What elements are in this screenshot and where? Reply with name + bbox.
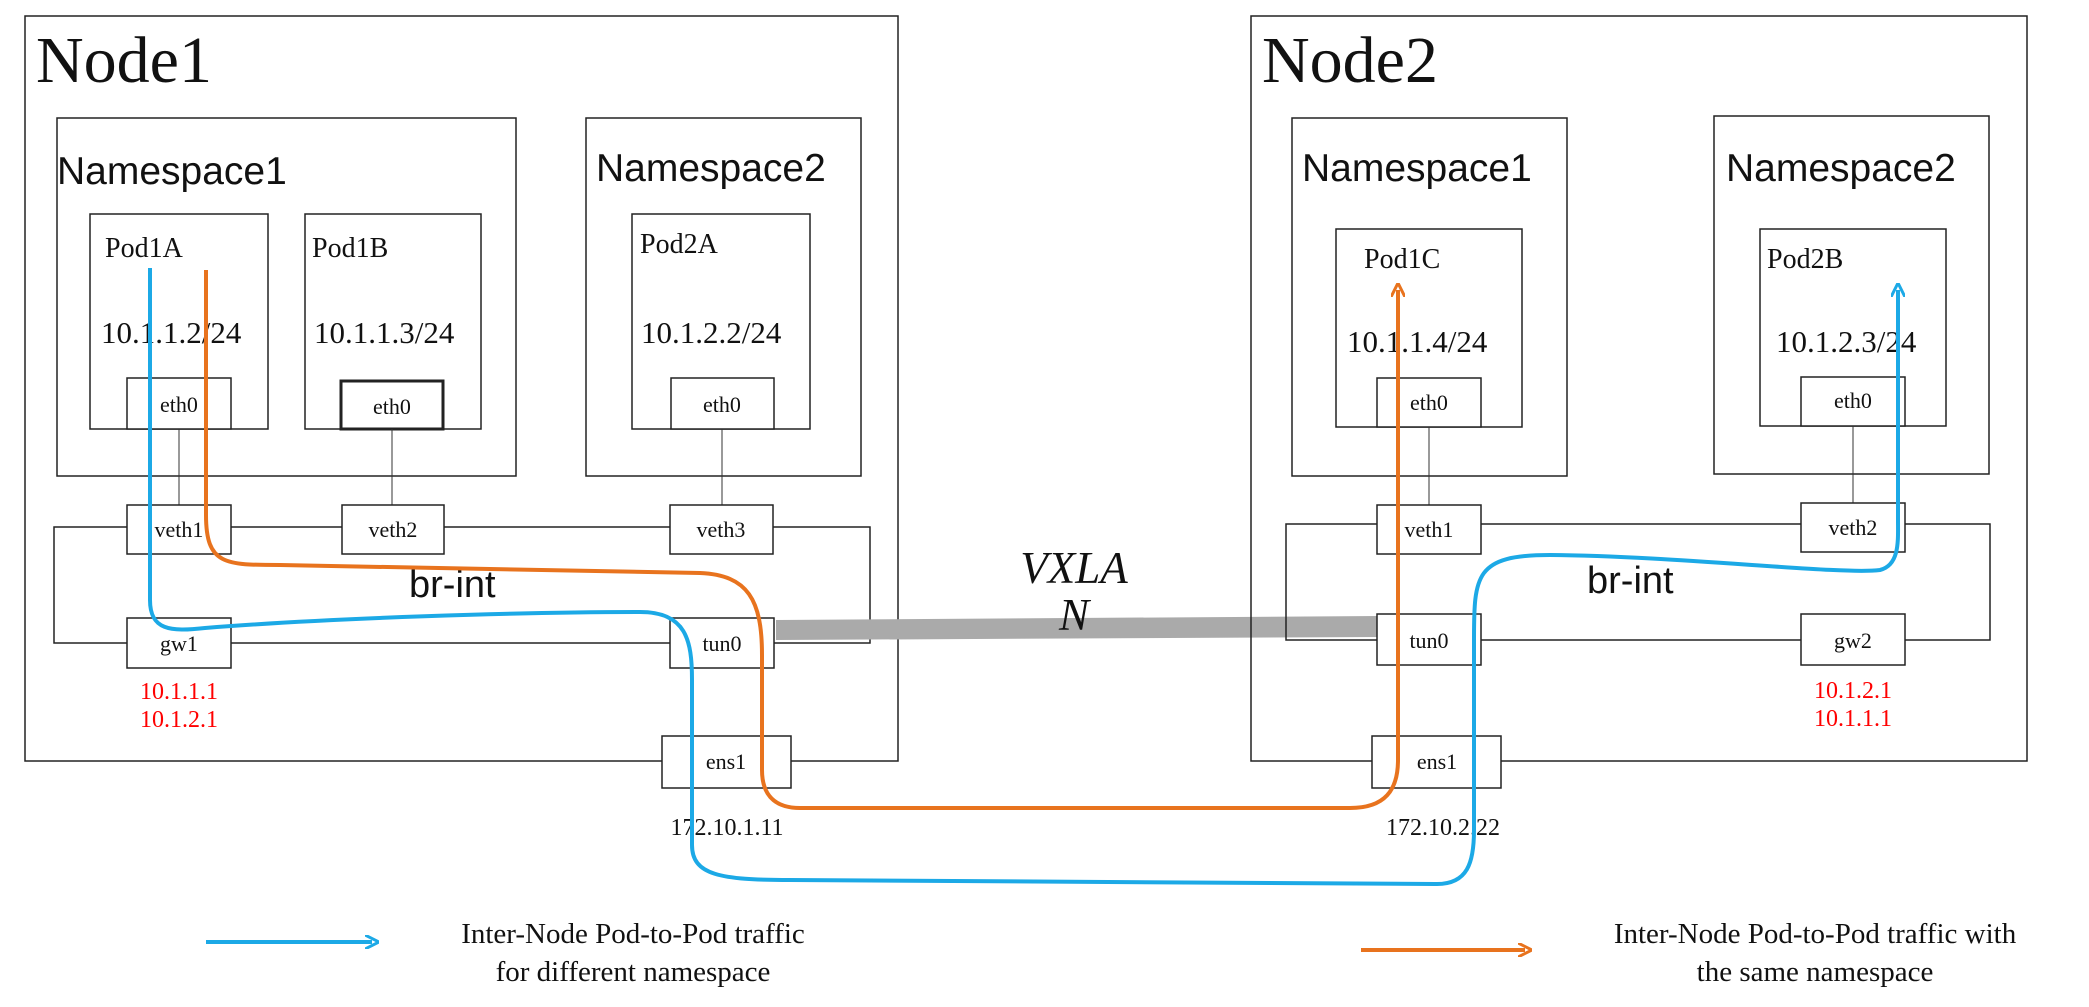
- node1-gw1-ip2: 10.1.2.1: [140, 707, 218, 733]
- pod2a-ip: 10.1.2.2/24: [641, 315, 782, 350]
- node2-br-int-label: br-int: [1587, 560, 1674, 602]
- pod1b-eth0-label: eth0: [373, 394, 411, 419]
- node1-title: Node1: [36, 24, 212, 97]
- pod1c-ip: 10.1.1.4/24: [1347, 324, 1488, 359]
- node2-veth2: [1800, 502, 1906, 553]
- node1-namespace2-box: [585, 117, 862, 477]
- pod2b-eth0-label: eth0: [1834, 388, 1872, 413]
- node1-veth3: [669, 504, 774, 555]
- node2-ens1-label: ens1: [1417, 749, 1457, 774]
- node1-veth1-label: veth1: [155, 517, 204, 542]
- vxlan-label-line2: N: [1058, 590, 1092, 640]
- node1-br-int-box: [53, 526, 871, 644]
- node2-br-int-box: [1285, 523, 1991, 641]
- node1-ens1-label: ens1: [706, 749, 746, 774]
- pod1a-ip: 10.1.1.2/24: [101, 315, 242, 350]
- node2-tun0-label: tun0: [1409, 628, 1448, 653]
- pod2b-name: Pod2B: [1767, 244, 1843, 275]
- node1-veth1: [126, 504, 232, 555]
- pod1c-name: Pod1C: [1364, 244, 1440, 275]
- pod1a-eth0-label: eth0: [160, 392, 198, 417]
- node2-veth2-label: veth2: [1829, 515, 1878, 540]
- node1-box: [24, 15, 899, 762]
- node2-veth1: [1376, 504, 1482, 555]
- vxlan-tunnel: [776, 616, 1379, 640]
- node1-namespace1-box: [56, 117, 517, 477]
- node1-namespace1-title: Namespace1: [57, 150, 287, 193]
- node1-br-int-label: br-int: [409, 564, 496, 606]
- pod2a-eth0-label: eth0: [703, 392, 741, 417]
- node2-namespace2-title: Namespace2: [1726, 147, 1956, 190]
- orange-traffic-path: [204, 270, 1398, 810]
- pod1a-eth0: [126, 377, 232, 430]
- node1-veth2-label: veth2: [369, 517, 418, 542]
- node1-ens1-ip: 172.10.1.11: [670, 815, 783, 841]
- pod1b-name: Pod1B: [312, 233, 388, 264]
- pod1a-name: Pod1A: [105, 233, 184, 264]
- vxlan-label-line1: VXLA: [1020, 543, 1128, 593]
- node2-namespace2-box: [1713, 115, 1990, 475]
- node2-ens1: [1371, 735, 1502, 789]
- node2-gw2-ip2: 10.1.1.1: [1814, 706, 1892, 732]
- node1-namespace2-title: Namespace2: [596, 147, 826, 190]
- node1-veth3-label: veth3: [697, 517, 746, 542]
- node2-tun0: [1376, 613, 1482, 666]
- pod1b-ip: 10.1.1.3/24: [314, 315, 455, 350]
- node2-namespace1-title: Namespace1: [1302, 147, 1532, 190]
- node2-veth1-label: veth1: [1405, 517, 1454, 542]
- node1-veth2: [341, 504, 445, 555]
- pod1c-eth0-label: eth0: [1410, 390, 1448, 415]
- node1-tun0-label: tun0: [702, 631, 741, 656]
- legend-blue-line1: Inter-Node Pod-to-Pod traffic: [461, 918, 805, 950]
- pod2a-eth0: [670, 377, 775, 430]
- pod1c-eth0: [1376, 377, 1482, 428]
- legend-orange-line1: Inter-Node Pod-to-Pod traffic with: [1614, 918, 2017, 950]
- node1-gw1-ip1: 10.1.1.1: [140, 679, 218, 705]
- node2-gw2-ip1: 10.1.2.1: [1814, 678, 1892, 704]
- node2-box: [1250, 15, 2028, 762]
- legend-blue-line2: for different namespace: [496, 956, 771, 988]
- pod2b-eth0: [1800, 376, 1906, 427]
- legend-orange-line2: the same namespace: [1697, 956, 1934, 988]
- node1-gw1-label: gw1: [160, 631, 198, 656]
- node2-gw2-label: gw2: [1834, 628, 1872, 653]
- blue-traffic-path: [148, 268, 1898, 887]
- pod2b-ip: 10.1.2.3/24: [1776, 324, 1917, 359]
- node1-ens1: [661, 735, 792, 789]
- pod2a-name: Pod2A: [640, 229, 719, 260]
- node2-gw2: [1800, 613, 1906, 666]
- node2-title: Node2: [1262, 24, 1438, 97]
- node2-ens1-ip: 172.10.2.22: [1386, 815, 1500, 841]
